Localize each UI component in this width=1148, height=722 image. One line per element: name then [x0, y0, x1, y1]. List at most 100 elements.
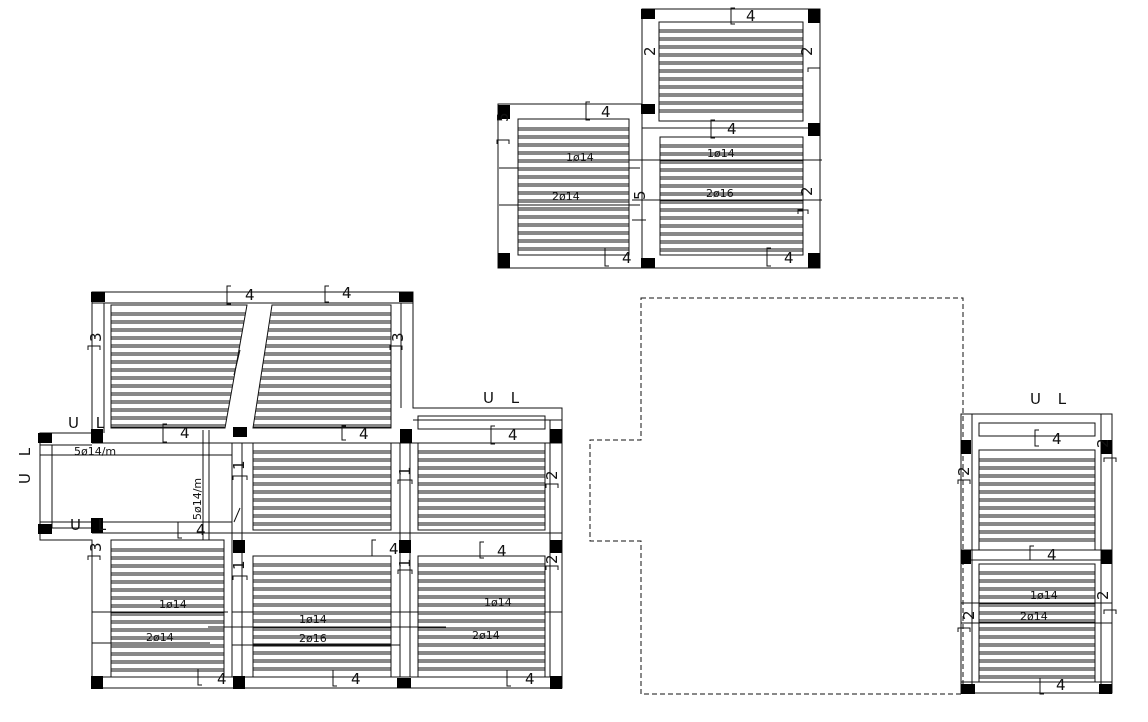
section-label: 2	[798, 46, 816, 56]
column	[400, 429, 412, 443]
section-label: 1	[230, 560, 248, 570]
section-label: 2	[1094, 438, 1112, 448]
section-bracket	[162, 423, 167, 443]
section-bracket	[389, 345, 403, 350]
slab-panel	[252, 555, 392, 678]
section-label: 4	[601, 103, 611, 121]
column	[1099, 684, 1112, 694]
column	[808, 9, 820, 23]
section-bracket	[232, 575, 248, 580]
section-bracket	[341, 425, 346, 441]
rebar-label: 5ø14/m	[191, 478, 204, 520]
section-label: 4	[508, 426, 518, 444]
column	[91, 676, 103, 689]
section-label: 4	[497, 542, 507, 560]
section-bracket	[1034, 429, 1039, 447]
section-bracket	[1103, 609, 1117, 614]
column	[641, 258, 655, 268]
section-label: 3	[389, 332, 407, 342]
right-block-columns	[961, 440, 1112, 694]
section-label: 2	[543, 554, 561, 564]
column	[233, 427, 247, 437]
right-block-rebars	[961, 602, 1112, 624]
section-bracket	[506, 669, 511, 687]
column	[1101, 550, 1112, 564]
section-label: 2	[641, 46, 659, 56]
column	[808, 123, 820, 136]
slab-panel	[252, 442, 392, 531]
section-bracket	[957, 479, 971, 484]
section-label: 4	[389, 540, 399, 558]
slab-panel	[978, 422, 1096, 437]
column	[641, 9, 655, 19]
ul-label: U L	[70, 516, 112, 534]
section-bracket	[585, 101, 590, 121]
rebar-label: 5ø14/m	[74, 445, 116, 458]
section-bracket	[332, 669, 337, 687]
section-bracket	[957, 627, 971, 632]
column	[1101, 440, 1112, 454]
column	[808, 253, 820, 268]
section-label: 1	[230, 460, 248, 470]
rebar-label: 1ø14	[707, 147, 735, 160]
column	[641, 104, 655, 114]
section-label: 4	[525, 670, 535, 688]
column	[550, 540, 562, 553]
section-markers	[87, 7, 1117, 695]
column	[399, 292, 413, 302]
rebar-label: 1ø14	[566, 151, 594, 164]
section-bracket	[730, 7, 735, 25]
column	[399, 540, 411, 553]
section-bracket	[545, 483, 559, 488]
column	[961, 440, 971, 454]
section-label: 4	[359, 425, 369, 443]
slab-hatching	[111, 29, 1095, 679]
hatch-line	[233, 507, 241, 523]
section-label: 4	[784, 249, 794, 267]
right-block-slabs	[978, 422, 1096, 683]
section-label: 1	[396, 466, 414, 476]
rebar-label: 2ø14	[1020, 610, 1048, 623]
section-bracket	[545, 565, 559, 570]
rebar-label: 1ø14	[299, 613, 327, 626]
section-label: 2	[960, 610, 978, 620]
column	[498, 253, 510, 268]
column	[397, 678, 411, 688]
section-label: 4	[217, 670, 227, 688]
section-label: 4	[1056, 676, 1066, 694]
ul-label: U L	[483, 389, 525, 407]
rebar-label: 1ø14	[1030, 589, 1058, 602]
section-bracket	[479, 541, 484, 559]
section-label: 4	[351, 670, 361, 688]
slab-panel	[417, 442, 546, 531]
section-bracket	[766, 247, 771, 267]
section-bracket	[490, 425, 495, 445]
slab-panel	[517, 118, 630, 256]
column	[91, 518, 103, 533]
rebar-label: 2ø16	[706, 187, 734, 200]
section-bracket	[371, 539, 376, 557]
column	[91, 292, 105, 302]
section-bracket	[1103, 457, 1117, 462]
section-label: 2	[798, 186, 816, 196]
section-label: 3	[87, 542, 105, 552]
column	[550, 676, 562, 689]
section-label: 4	[746, 7, 756, 25]
section-bracket	[604, 247, 609, 267]
rebar-label: 2ø14	[146, 631, 174, 644]
column	[961, 684, 975, 694]
section-bracket	[177, 521, 182, 539]
column	[91, 429, 103, 443]
slab-panel	[659, 136, 804, 256]
section-label: 5	[494, 112, 512, 122]
section-bracket	[397, 479, 413, 484]
right-block	[960, 413, 1113, 694]
ul-label: U L	[16, 442, 34, 484]
section-label: 4	[245, 286, 255, 304]
section-label: 4	[727, 120, 737, 138]
section-label: 4	[1047, 546, 1057, 564]
section-label: 4	[622, 249, 632, 267]
dashed-outline	[589, 297, 964, 695]
section-label: 2	[1094, 590, 1112, 600]
